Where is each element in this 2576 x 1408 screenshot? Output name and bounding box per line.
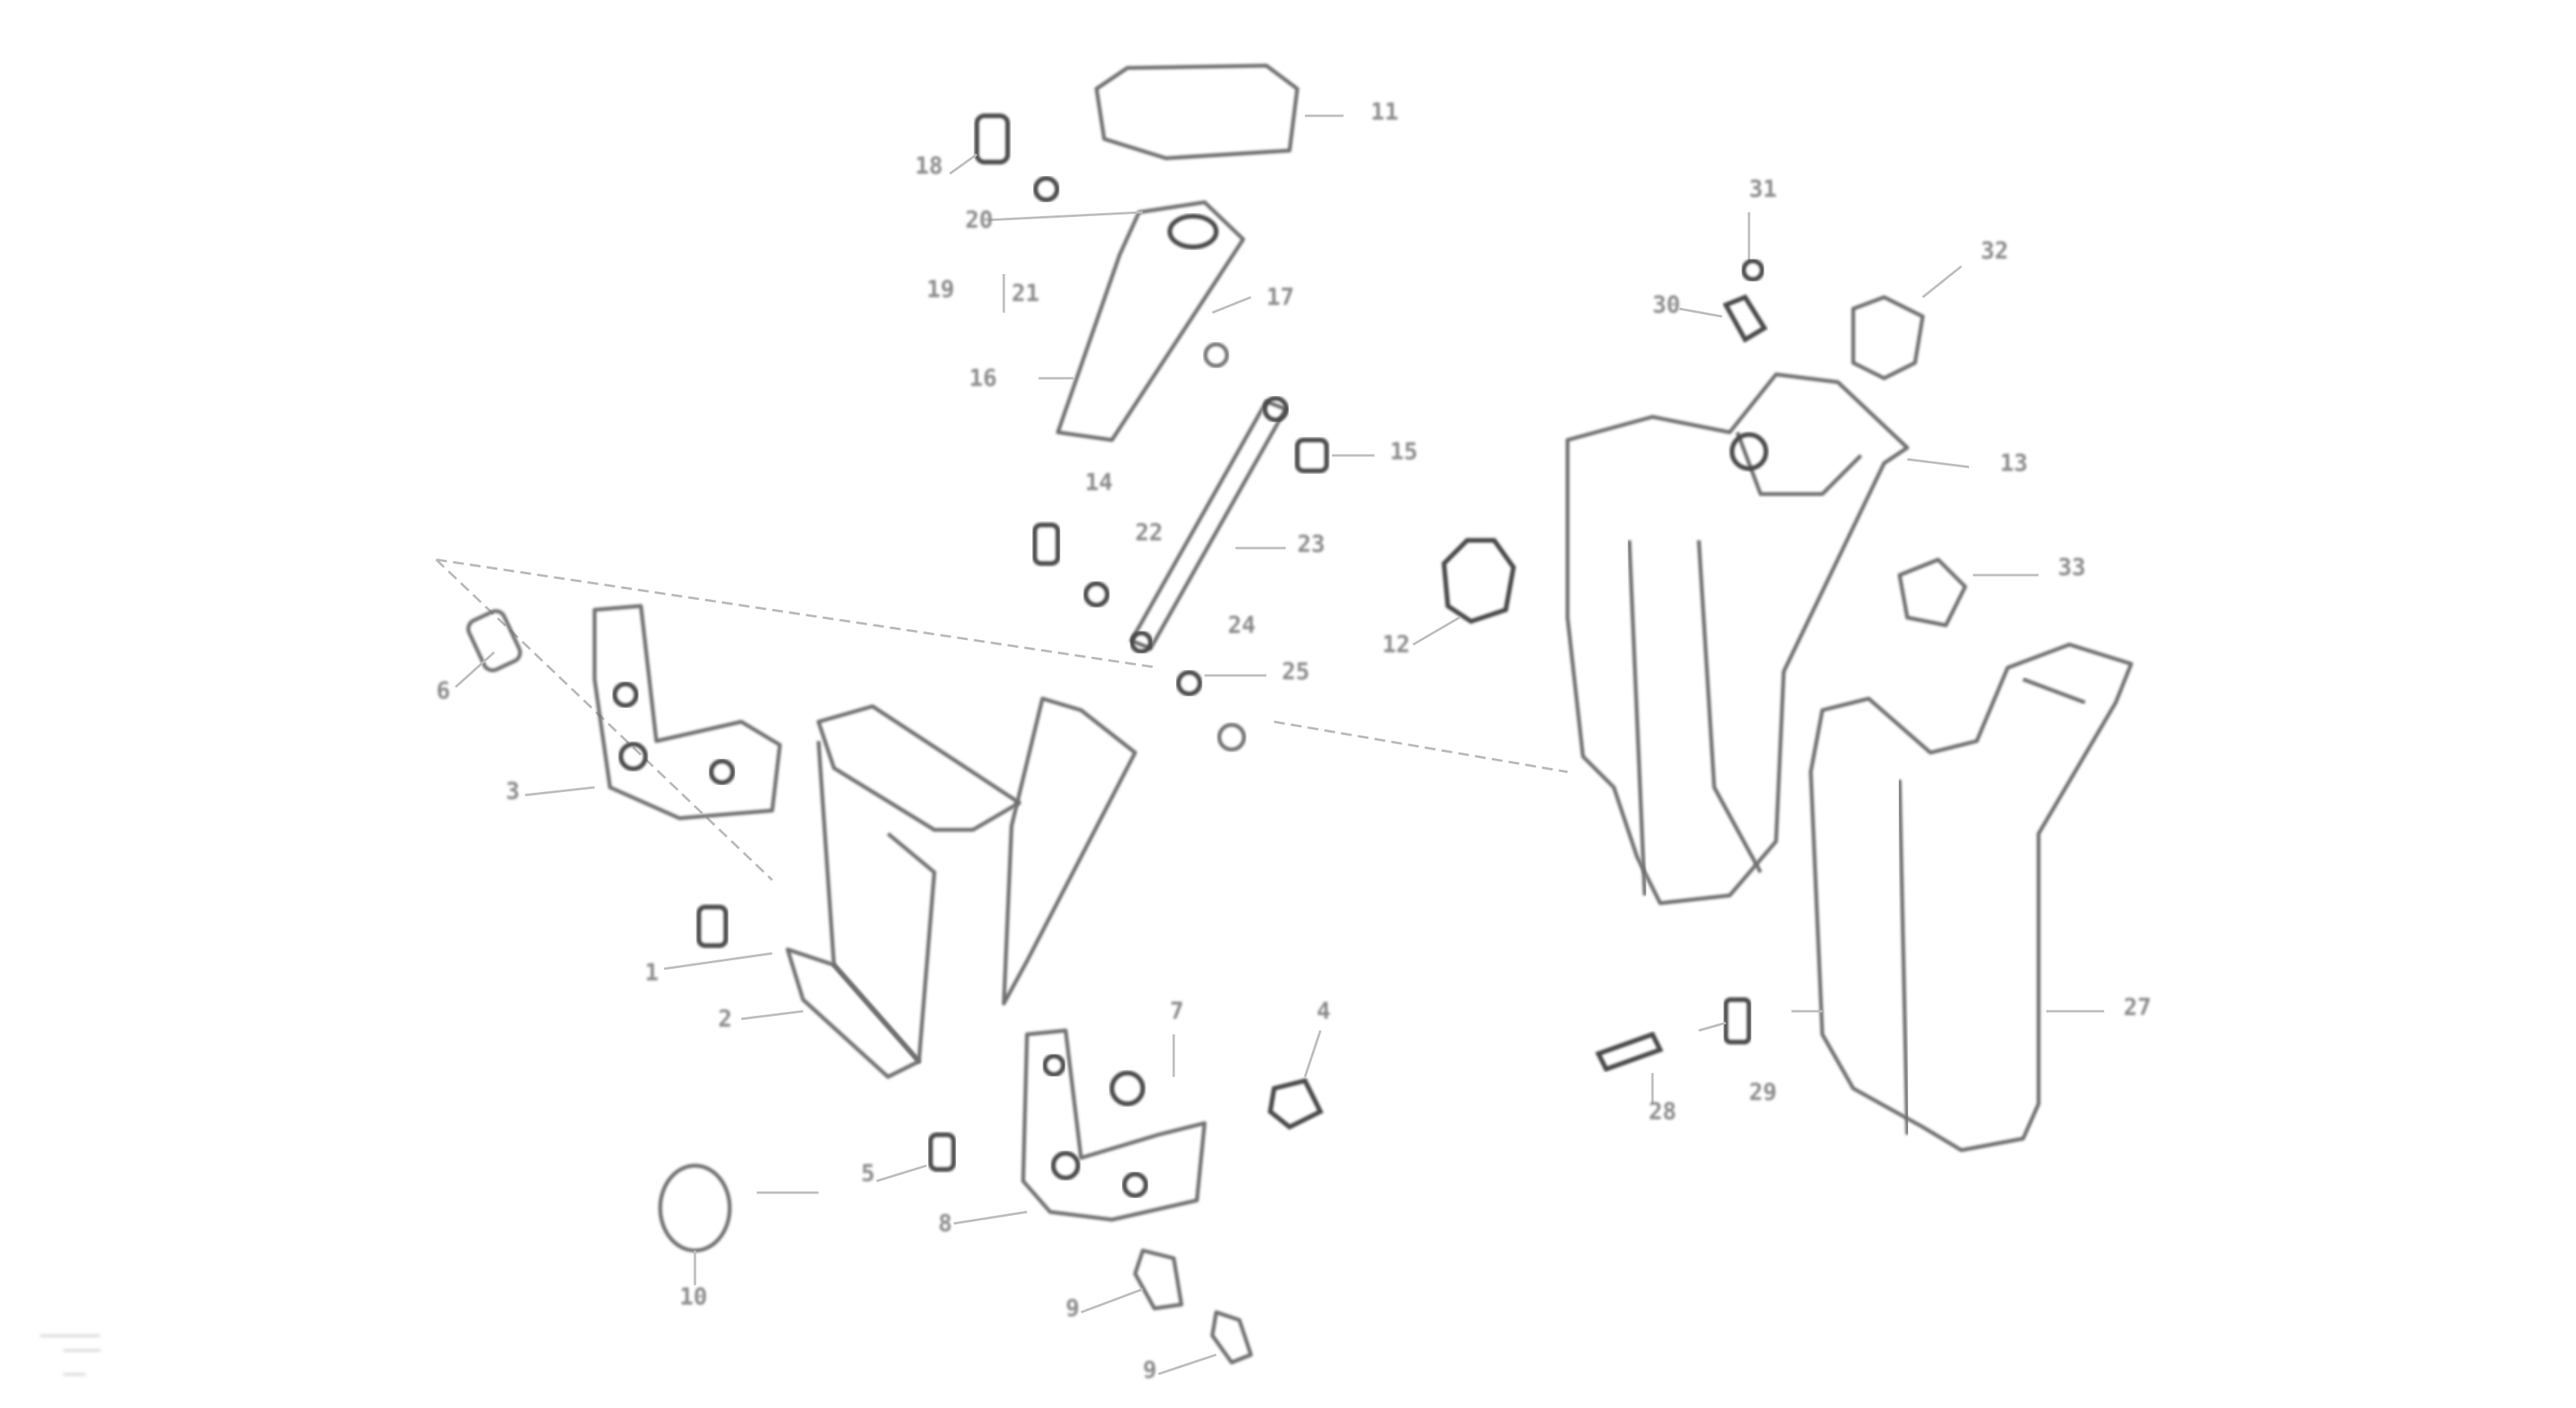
callout-label: 6 <box>436 678 450 705</box>
callout-label: 19 <box>927 276 954 303</box>
reference-line-1: ———————— <box>40 1328 100 1342</box>
callout-label: 14 <box>1085 469 1113 496</box>
callout-label: 11 <box>1371 99 1398 126</box>
callout-label: 16 <box>969 365 997 392</box>
bolt-set-top <box>949 113 1059 313</box>
left-bracket <box>454 604 782 821</box>
callout-label: 12 <box>1382 631 1410 658</box>
callout-label: 33 <box>2058 554 2086 581</box>
callout-label: 8 <box>938 1210 952 1237</box>
reference-block: ———————— ————— ——— <box>40 1328 100 1381</box>
callout-label: 9 <box>1066 1295 1080 1322</box>
callout-label: 32 <box>1981 238 2008 265</box>
housing-upper <box>1565 372 1970 905</box>
pedal-lever <box>988 200 1252 442</box>
callout-label: 9 <box>1143 1357 1157 1384</box>
callout-label: 2 <box>718 1006 732 1033</box>
callout-label: 17 <box>1266 284 1294 311</box>
callout-label: 5 <box>861 1160 875 1187</box>
mesh-cap <box>1412 538 1517 646</box>
callout-label: 30 <box>1652 292 1680 319</box>
housing-lower <box>1791 642 2134 1152</box>
callout-label: 29 <box>1749 1079 1777 1106</box>
callout-label: 18 <box>915 153 943 180</box>
callout-label: 23 <box>1297 531 1325 558</box>
cover-pad <box>1094 63 1344 161</box>
reference-line-2: ————— <box>63 1342 101 1357</box>
callout-label: 4 <box>1317 998 1330 1025</box>
callout-label: 27 <box>2124 994 2151 1021</box>
callout-label: 10 <box>680 1284 707 1311</box>
callout-label: 15 <box>1390 438 1418 465</box>
callout-label: 31 <box>1749 176 1777 203</box>
link-rod <box>1032 342 1374 752</box>
callout-label: 20 <box>965 207 993 234</box>
callout-label: 22 <box>1135 520 1163 547</box>
callout-label: 7 <box>1170 998 1184 1025</box>
pedal-bracket <box>663 696 1137 1079</box>
bolts-lower-right <box>1595 997 1751 1104</box>
rubber-ring <box>658 1163 819 1285</box>
callout-label: 3 <box>506 778 520 805</box>
callout-label: 1 <box>645 960 659 987</box>
callout-label: 25 <box>1282 658 1310 685</box>
nut-set-bottom <box>1080 1248 1253 1376</box>
callout-label: 24 <box>1228 612 1256 639</box>
reference-line-3: ——— <box>63 1366 86 1381</box>
callout-label: 28 <box>1649 1098 1676 1125</box>
fasteners-right <box>1679 212 2039 628</box>
callout-label: 21 <box>1012 280 1039 307</box>
callout-label: 13 <box>2000 450 2028 477</box>
right-lower-bracket <box>876 1028 1324 1225</box>
